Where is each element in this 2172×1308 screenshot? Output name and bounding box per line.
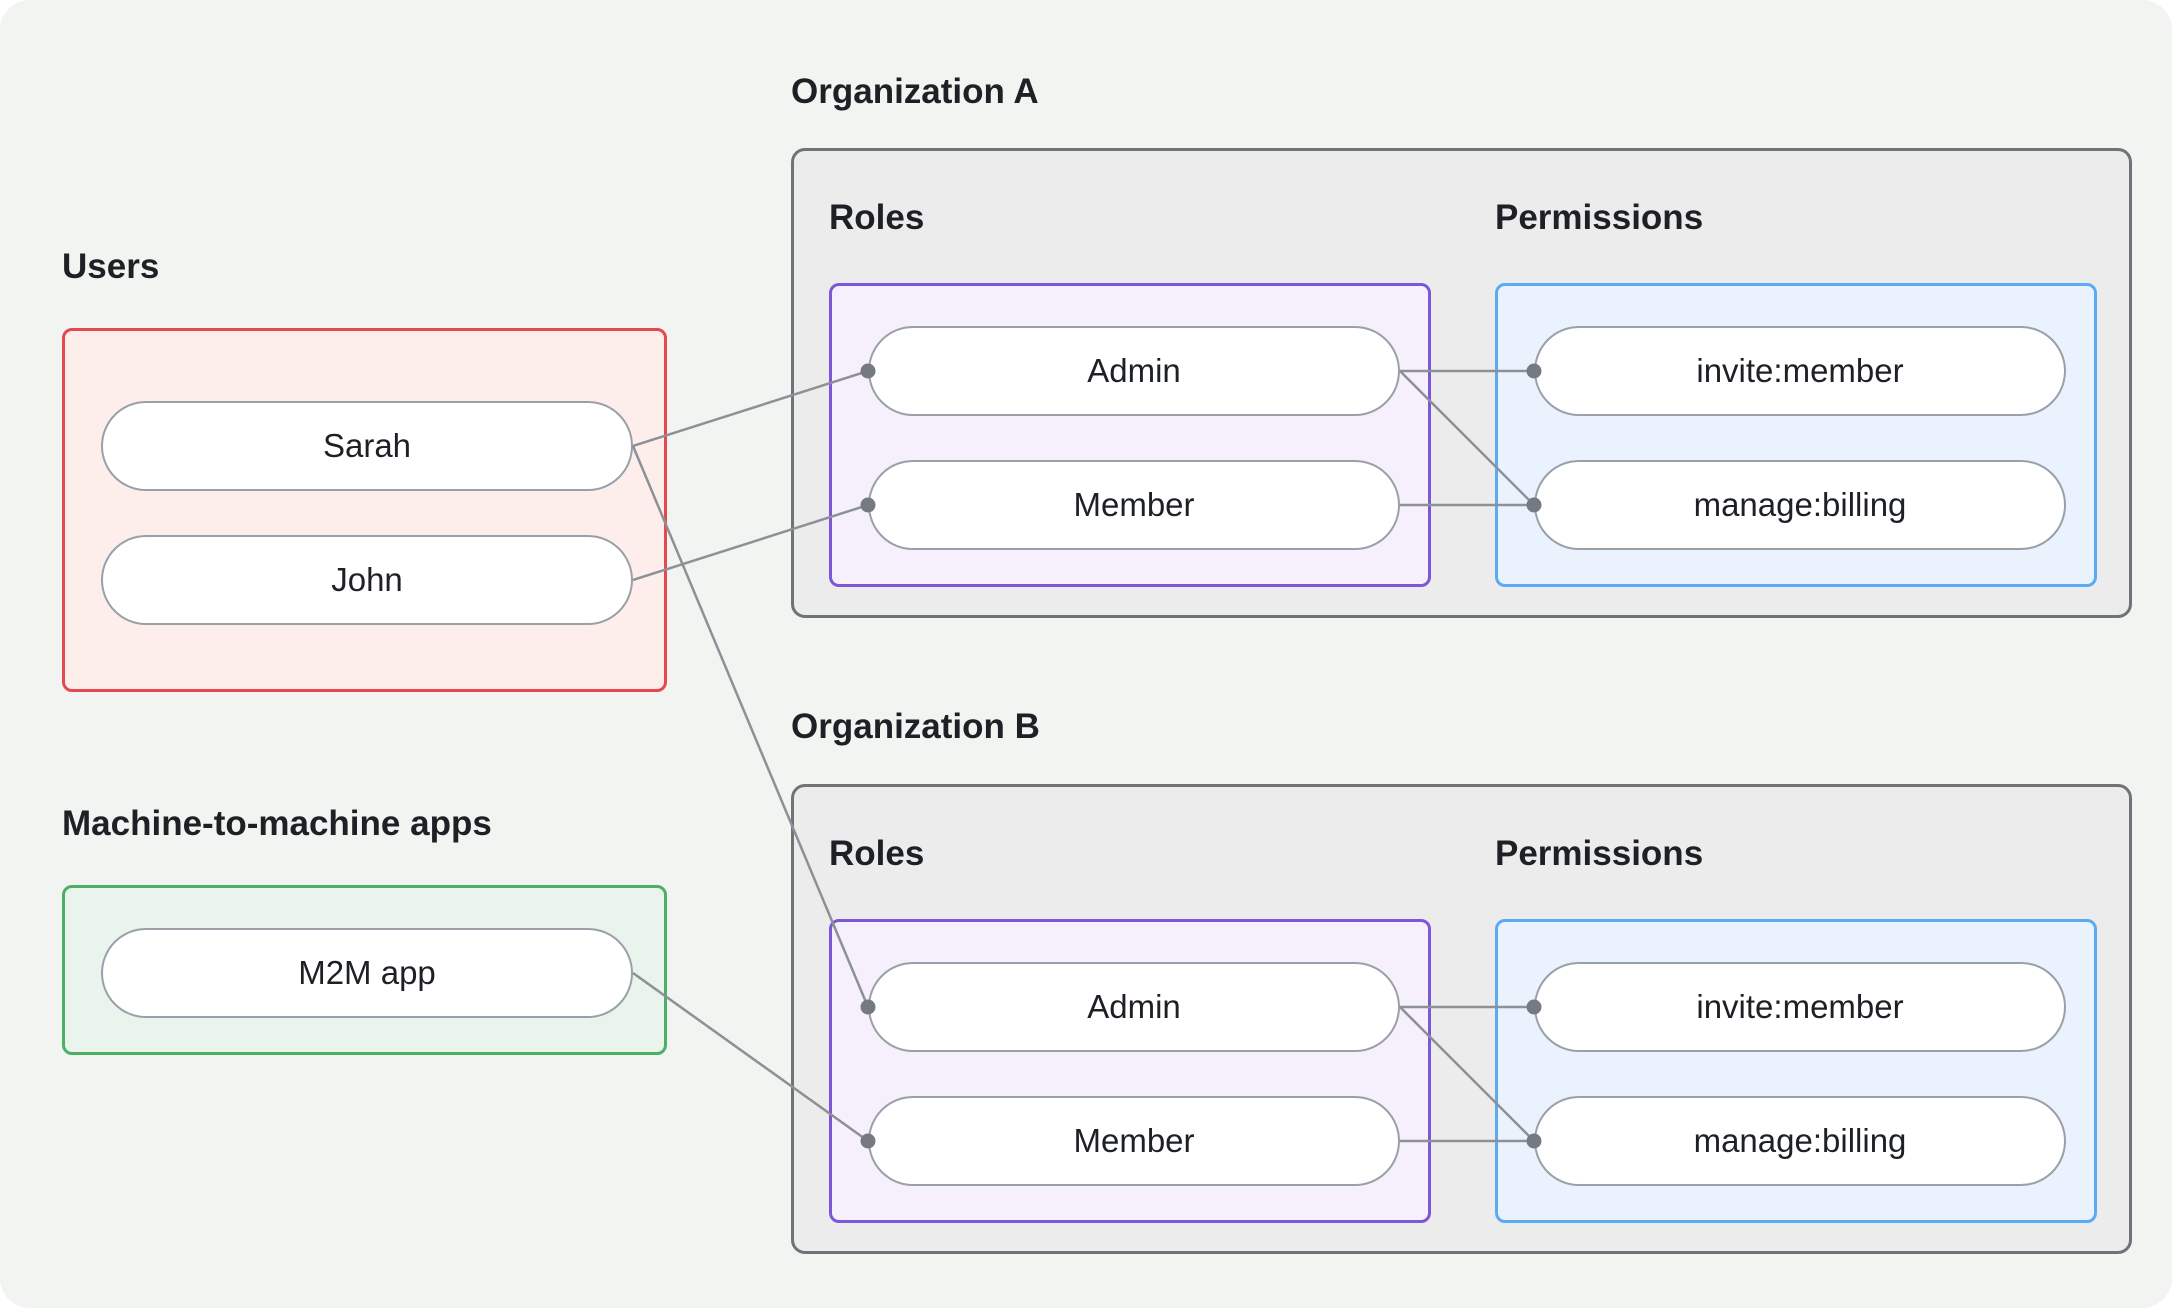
org-a-permissions-box: invite:member manage:billing: [1495, 283, 2097, 587]
org-b-roles-box: Admin Member: [829, 919, 1431, 1223]
org-a-roles-label: Roles: [829, 198, 925, 237]
org-a-roles-box: Admin Member: [829, 283, 1431, 587]
role-node-org-a-member: Member: [868, 460, 1400, 550]
role-node-org-a-admin: Admin: [868, 326, 1400, 416]
role-node-org-b-member: Member: [868, 1096, 1400, 1186]
org-a-box: Roles Admin Member Permissions invite:me…: [791, 148, 2132, 618]
m2m-group-box: M2M app: [62, 885, 667, 1055]
role-node-org-b-admin: Admin: [868, 962, 1400, 1052]
org-b-permissions-label: Permissions: [1495, 834, 1704, 873]
permission-node-org-b-invite-member: invite:member: [1534, 962, 2066, 1052]
m2m-app-node: M2M app: [101, 928, 633, 1018]
m2m-apps-label: Machine-to-machine apps: [62, 804, 492, 843]
org-b-permissions-box: invite:member manage:billing: [1495, 919, 2097, 1223]
users-label: Users: [62, 247, 160, 286]
user-node-sarah: Sarah: [101, 401, 633, 491]
user-node-john: John: [101, 535, 633, 625]
org-a-permissions-label: Permissions: [1495, 198, 1704, 237]
permission-node-org-b-manage-billing: manage:billing: [1534, 1096, 2066, 1186]
org-a-label: Organization A: [791, 72, 1039, 111]
org-b-box: Roles Admin Member Permissions invite:me…: [791, 784, 2132, 1254]
org-b-roles-label: Roles: [829, 834, 925, 873]
org-b-label: Organization B: [791, 707, 1040, 746]
permission-node-org-a-invite-member: invite:member: [1534, 326, 2066, 416]
permission-node-org-a-manage-billing: manage:billing: [1534, 460, 2066, 550]
users-group-box: Sarah John: [62, 328, 667, 692]
